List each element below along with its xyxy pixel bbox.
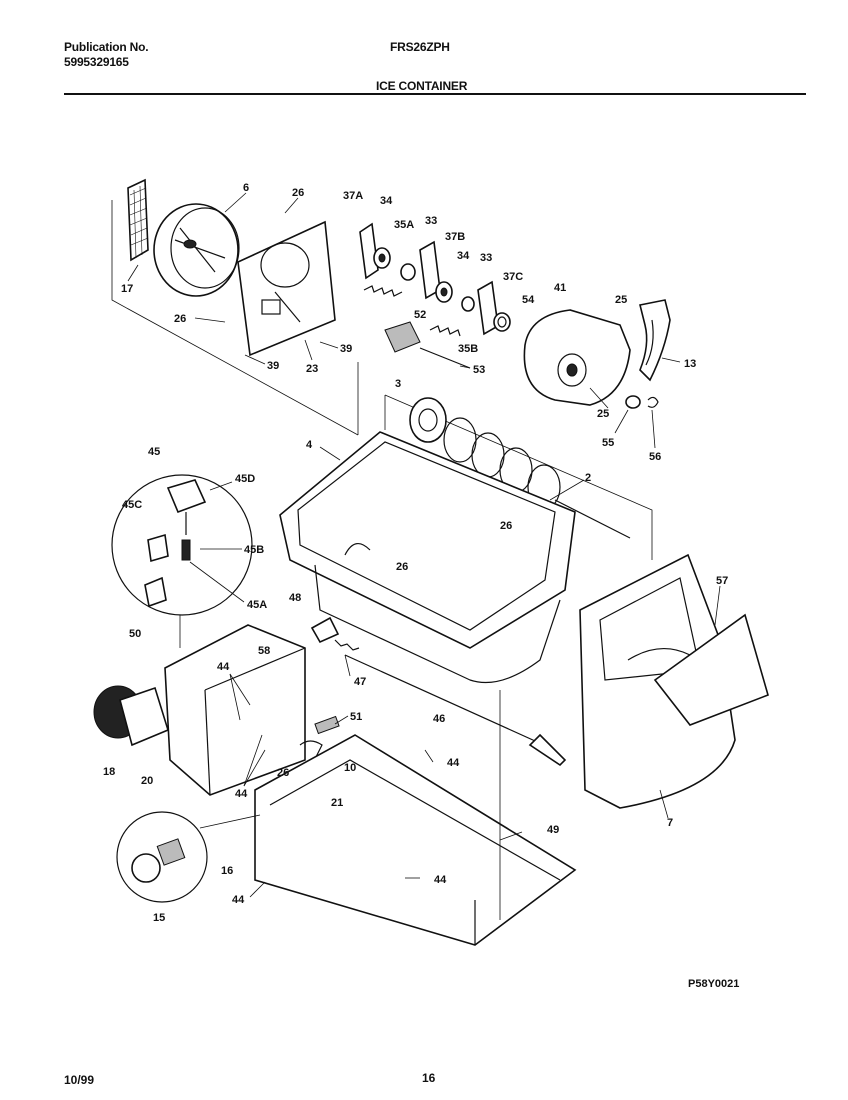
part-49-bottom-tray [254, 690, 577, 946]
publication-label: Publication No. [64, 40, 149, 54]
callout-17: 17 [121, 283, 133, 295]
callout-44-d: 44 [434, 874, 447, 886]
callout-34-b: 34 [457, 250, 470, 262]
callout-leaders [127, 192, 721, 898]
callout-51: 51 [350, 711, 362, 723]
callout-26-e: 26 [277, 767, 289, 779]
part-2-auger-coil [443, 417, 631, 539]
callout-26-b: 26 [174, 313, 186, 325]
callout-57: 57 [716, 575, 728, 587]
callout-37a: 37A [343, 190, 363, 202]
callout-4: 4 [306, 439, 313, 451]
callout-45d: 45D [235, 473, 255, 485]
part-3-auger-wheel [409, 397, 447, 443]
callout-10: 10 [344, 762, 356, 774]
callout-21: 21 [331, 797, 343, 809]
callout-13: 13 [684, 358, 696, 370]
callout-35a: 35A [394, 219, 414, 231]
callout-53: 53 [473, 364, 485, 376]
callout-labels: 6 26 37A 34 35A 33 37B 34 33 37C 54 41 2… [103, 182, 728, 924]
callout-45: 45 [148, 446, 160, 458]
callout-49: 49 [547, 824, 559, 836]
callout-56: 56 [649, 451, 661, 463]
callout-35b: 35B [458, 343, 478, 355]
callout-2: 2 [585, 472, 591, 484]
callout-47: 47 [354, 676, 366, 688]
part-18-auger-motor [93, 685, 169, 747]
callout-44-c: 44 [447, 757, 460, 769]
callout-50: 50 [129, 628, 141, 640]
callout-55: 55 [602, 437, 614, 449]
callout-15: 15 [153, 912, 165, 924]
part-51-10 [299, 715, 340, 758]
part-57-door [653, 613, 769, 726]
part-46-47-48 [310, 616, 567, 767]
page-number: 16 [422, 1071, 436, 1085]
gear-train [359, 222, 499, 337]
callout-33: 33 [425, 215, 437, 227]
callout-37c: 37C [503, 271, 523, 283]
callout-3: 3 [395, 378, 401, 390]
part-17-filter [127, 178, 149, 262]
callout-18: 18 [103, 766, 115, 778]
callout-44-e: 44 [232, 894, 245, 906]
model-number: FRS26ZPH [390, 40, 450, 54]
publication-number: 5995329165 [64, 55, 129, 69]
callout-16: 16 [221, 865, 233, 877]
part-54-bushing [493, 312, 511, 332]
section-title: ICE CONTAINER [376, 79, 468, 93]
callout-26: 26 [292, 187, 304, 199]
part-4-ice-bin [279, 431, 576, 684]
callout-26-d: 26 [396, 561, 408, 573]
drawing-number: P58Y0021 [688, 978, 739, 990]
callout-58: 58 [258, 645, 270, 657]
callout-45b: 45B [244, 544, 264, 556]
callout-39: 39 [340, 343, 352, 355]
callout-6: 6 [243, 182, 249, 194]
callout-41: 41 [554, 282, 566, 294]
callout-25-b: 25 [597, 408, 609, 420]
callout-7: 7 [667, 817, 673, 829]
detail-circle-lamp [116, 811, 261, 903]
callout-26-c: 26 [500, 520, 512, 532]
top-assembly-group-lines [111, 200, 653, 560]
callout-44: 44 [217, 661, 230, 673]
part-52-53 [384, 321, 471, 369]
part-41-housing [523, 309, 631, 406]
callout-45a: 45A [247, 599, 267, 611]
callout-25: 25 [615, 294, 627, 306]
callout-54: 54 [522, 294, 535, 306]
callout-34: 34 [380, 195, 393, 207]
callout-48: 48 [289, 592, 301, 604]
part-20-motor-bracket [164, 624, 306, 796]
part-55-56 [625, 395, 659, 409]
callout-44-b: 44 [235, 788, 248, 800]
callout-37b: 37B [445, 231, 465, 243]
footer-date: 10/99 [64, 1073, 95, 1087]
part-6-fan-wheel [153, 203, 240, 297]
callout-23: 23 [306, 363, 318, 375]
callout-52: 52 [414, 309, 426, 321]
detail-circle-45 [111, 474, 253, 648]
header-rule [64, 93, 806, 95]
callout-20: 20 [141, 775, 153, 787]
part-13-deflector [639, 299, 671, 382]
part-23-motor-plate [237, 220, 336, 357]
callout-33-b: 33 [480, 252, 492, 264]
callout-45c: 45C [122, 499, 142, 511]
callout-46: 46 [433, 713, 445, 725]
callout-39-b: 39 [267, 360, 279, 372]
